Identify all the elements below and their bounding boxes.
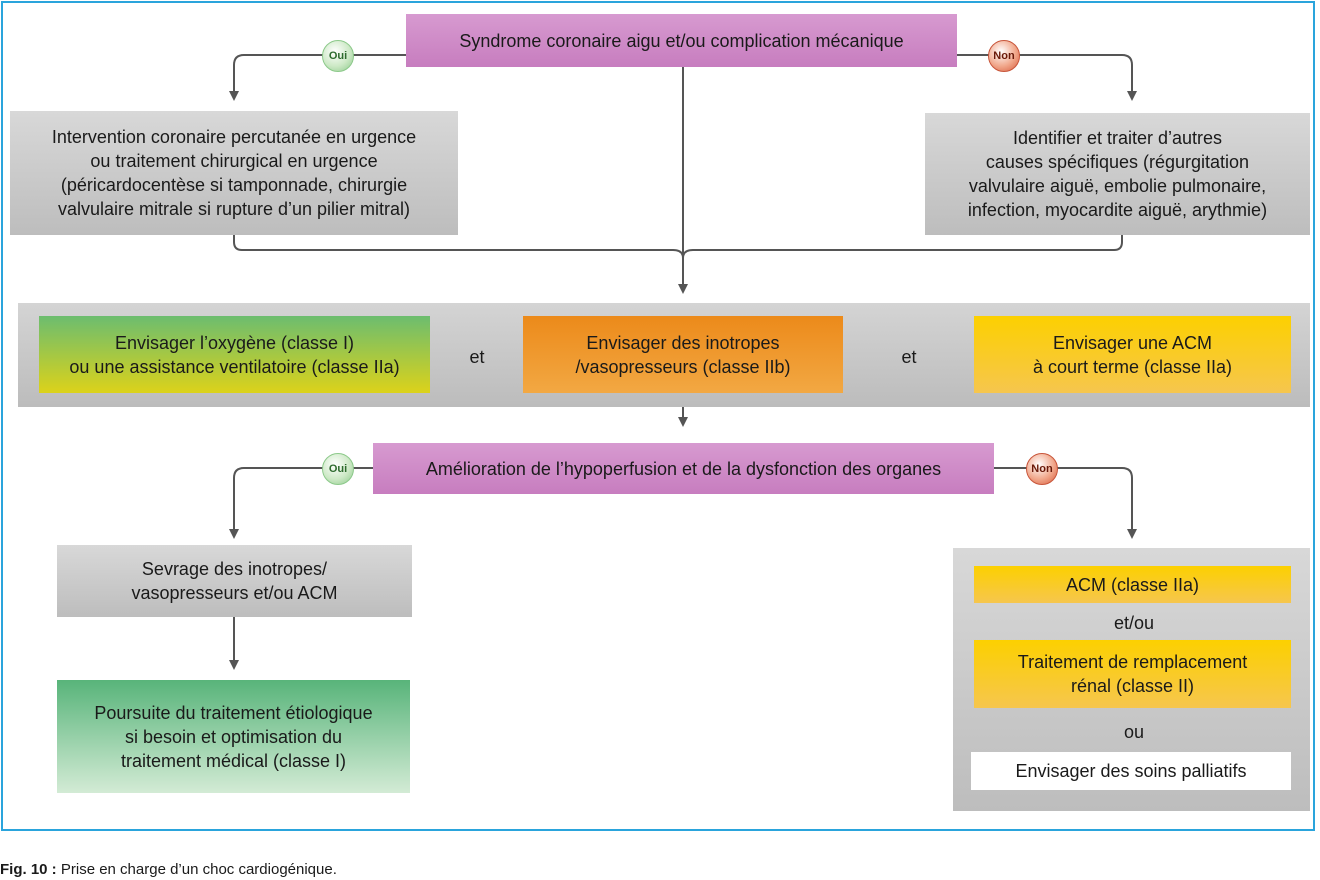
oui-badge: Oui xyxy=(322,40,354,72)
other-causes-box: Identifier et traiter d’autres causes sp… xyxy=(925,113,1310,235)
non-badge-2: Non xyxy=(1026,453,1058,485)
etou-label: et/ou xyxy=(1113,613,1155,633)
et-label-2: et xyxy=(901,347,917,367)
acm-class-box: ACM (classe IIa) xyxy=(974,566,1291,603)
inotropes-box: Envisager des inotropes /vasopresseurs (… xyxy=(523,316,843,393)
figure-frame xyxy=(1,1,1315,831)
caption-text: Prise en charge d’un choc cardiogénique. xyxy=(56,861,337,878)
oxygen-box: Envisager l’oxygène (classe I) ou une as… xyxy=(39,316,430,393)
syndrome-box: Syndrome coronaire aigu et/ou complicati… xyxy=(406,14,957,67)
ou-label: ou xyxy=(1123,722,1145,742)
improvement-box: Amélioration de l’hypoperfusion et de la… xyxy=(373,443,994,494)
connector-non-1 xyxy=(957,54,1137,101)
acm-short-term-box: Envisager une ACM à court terme (classe … xyxy=(974,316,1291,393)
connector-oui-2 xyxy=(229,467,373,539)
oui-badge-2: Oui xyxy=(322,453,354,485)
connector-non-2 xyxy=(994,467,1137,539)
et-label-1: et xyxy=(469,347,485,367)
palliative-care-box: Envisager des soins palliatifs xyxy=(971,752,1291,790)
emergency-intervention-box: Intervention coronaire percutanée en urg… xyxy=(10,111,458,235)
connector-oui-1 xyxy=(229,54,406,101)
caption-label: Fig. 10 : xyxy=(0,861,57,878)
connector-merge xyxy=(233,235,1123,259)
weaning-box: Sevrage des inotropes/ vasopresseurs et/… xyxy=(57,545,412,617)
non-badge: Non xyxy=(988,40,1020,72)
renal-replacement-box: Traitement de remplacement rénal (classe… xyxy=(974,640,1291,708)
continuation-box: Poursuite du traitement étiologique si b… xyxy=(57,680,410,793)
figure-caption: Fig. 10 : Prise en charge d’un choc card… xyxy=(0,860,337,880)
